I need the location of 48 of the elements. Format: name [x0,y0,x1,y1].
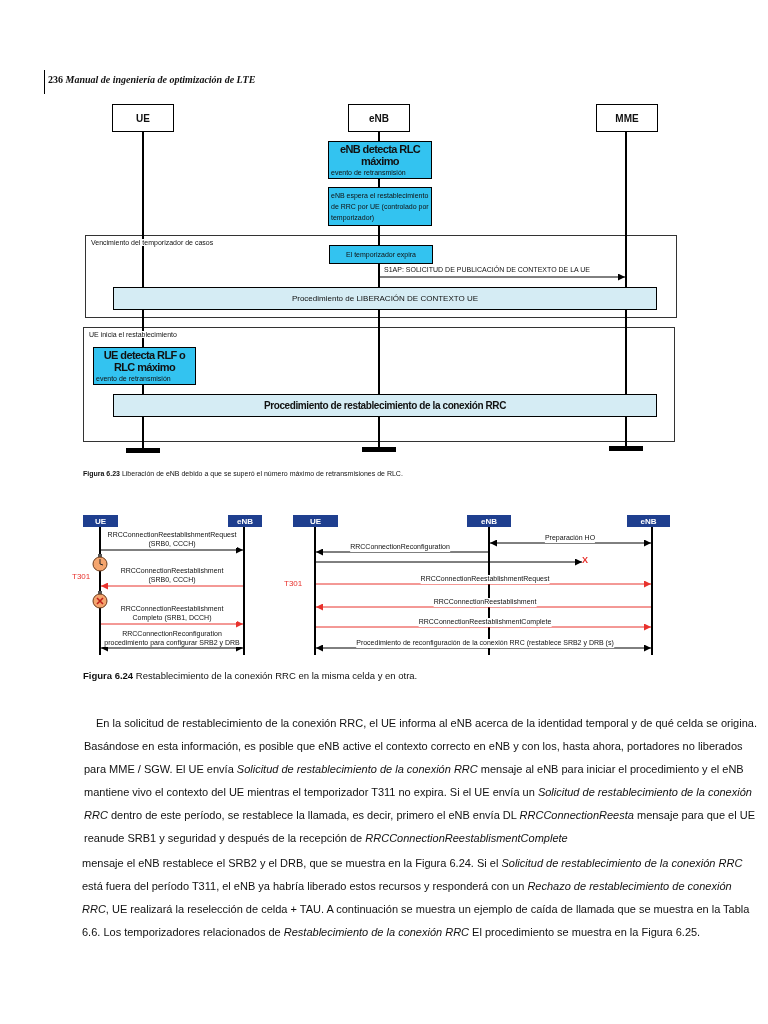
frame-box [85,235,677,318]
figure-caption: Figura 6.24 Restablecimiento de la conexión RRC en la misma celda y en otra. [83,670,418,681]
message-arrow [315,558,583,566]
message-arrow [100,546,244,554]
participant-box [348,104,410,132]
procedure-band [113,287,657,310]
participant-box [627,515,670,527]
procedure-band [113,394,657,417]
message-arrow [100,620,244,628]
body-paragraph: mensaje el eNB restablece el SRB2 y el DRB, que se muestra en la Figura 6.24. Si el Solicitud de restablecimiento de la conexión RRC está fuera del período T311, el eNB ya habría liberado estos recursos y responderá con un Rechazo de restablecimiento de conexión RRC, UE realizará la reselección de celda + TAU. A continuación se muestra un ejemplo de caída de llamada que se muestra en la Tabla 6.6. Los temporizadores relacionados de Restablecimiento de la conexión RRC El procedimiento se muestra en la Figura 6.25. [82,856,751,940]
participant-name: UE [309,516,322,526]
participant-name: eNB [640,516,657,526]
participant-box [293,515,338,527]
message-arrow [315,580,652,588]
note-box [328,141,432,179]
note-box [93,347,196,385]
participant-name: MME [615,112,639,124]
message-arrow [100,582,244,590]
lifeline [651,527,653,655]
procedure-text: Procedimiento de LIBERACIÓN DE CONTEXTO UE [291,294,479,303]
participant-name: eNB [237,516,253,526]
participant-box [228,515,262,527]
message-arrow [315,548,489,556]
frame-box [83,327,675,442]
timer-label: T301 [72,572,91,581]
message-arrow [489,539,652,547]
message-arrow [315,603,652,611]
procedure-text: Procedimiento de restablecimiento de la conexión RRC [263,400,506,411]
participant-name: eNB [481,516,497,526]
lifeline [243,527,245,655]
participant-box [83,515,118,527]
note-text: eNB detecta RLC máximo [338,142,422,167]
participant-name: eNB [369,112,389,124]
participant-name: UE [136,112,150,124]
participant-name: UE [94,516,107,526]
note-text: UE detecta RLF o RLC máximo [102,348,187,373]
timer-label: T301 [284,579,303,588]
message-arrow [379,273,626,281]
participant-box [596,104,658,132]
message-arrow [315,644,652,652]
participant-box [467,515,511,527]
message-arrow [100,644,244,652]
lifeline [314,527,316,655]
note-box [329,245,433,264]
message-arrow [315,623,652,631]
running-header: 236 Manual de ingeniería de optimización de LTE [48,74,256,85]
participant-box [112,104,174,132]
lost-mark: X [582,555,591,566]
